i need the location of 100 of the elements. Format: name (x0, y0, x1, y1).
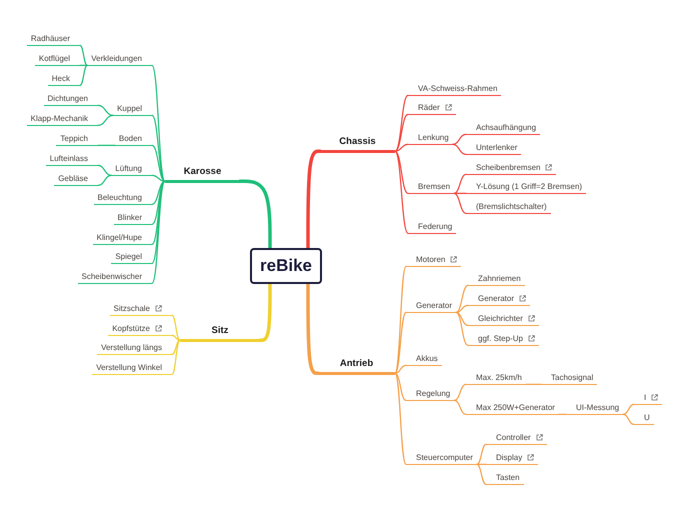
topic-label: Lenkung (418, 133, 449, 142)
branch-line (622, 414, 635, 425)
topic-underline (26, 114, 98, 126)
topic-underline (94, 193, 152, 205)
main-branch (258, 282, 272, 342)
topic-label: Akkus (416, 354, 438, 363)
topic-label: Spiegel (115, 252, 142, 261)
topic-underline (180, 325, 260, 342)
topic-underline (406, 301, 456, 313)
topic-label: Gebläse (58, 174, 88, 183)
topic-label: Dichtungen (48, 94, 88, 103)
central-topic: reBike (260, 261, 312, 271)
branch-line (171, 314, 181, 341)
branch-line (97, 114, 114, 126)
branch-line (394, 266, 407, 374)
branch-line (455, 312, 469, 326)
branch-line (151, 64, 166, 182)
branch-line (394, 94, 409, 152)
topic-label: Zahnriemen (478, 274, 521, 283)
branch-label: Antrieb (340, 358, 374, 369)
topic-underline (408, 133, 453, 145)
topic-underline (408, 103, 456, 115)
branch-line (452, 144, 467, 155)
branch-label: Sitz (212, 325, 228, 336)
topic-label: Klapp-Mechanik (30, 114, 88, 123)
branch-line (151, 114, 166, 182)
topic-underline (111, 252, 152, 264)
topic-label: Klingel/Hupe (96, 233, 142, 242)
branch-line (79, 44, 88, 66)
topic-underline (48, 74, 80, 86)
topic-underline (114, 134, 152, 146)
branch-line (171, 340, 181, 355)
branch-line (171, 340, 181, 375)
topic-label: Max. 25km/h (476, 373, 522, 382)
topic-label: Lufteinlass (50, 154, 88, 163)
topic-label: Unterlenker (476, 143, 518, 152)
branch-line (476, 464, 487, 485)
topic-underline (408, 182, 454, 194)
topic-label: Generator (416, 301, 452, 310)
topic-label: Verkleidungen (91, 54, 142, 63)
topic-underline (34, 54, 80, 66)
topic-underline (466, 403, 559, 415)
topic-underline (318, 358, 395, 375)
branch-line (151, 144, 166, 182)
topic-label: Max 250W+Generator (476, 403, 555, 412)
topic-label: Achsaufhängung (476, 123, 536, 132)
topic-label: Scheibenbremsen (476, 163, 540, 172)
branch-label: Karosse (184, 166, 222, 177)
topic-underline (468, 334, 539, 346)
branch-line (394, 144, 409, 152)
topic-underline (486, 433, 547, 445)
branch-line (394, 114, 409, 152)
topic-underline (46, 154, 98, 166)
topic-underline (468, 314, 539, 326)
topic-label: Verstellung längs (101, 343, 162, 352)
topic-underline (541, 373, 598, 385)
branch-line (151, 180, 166, 205)
topic-underline (108, 324, 172, 336)
topic-label: Regelung (416, 389, 450, 398)
topic-underline (566, 403, 624, 415)
topic-underline (320, 136, 395, 153)
topic-underline (486, 473, 524, 485)
branch-line (151, 180, 166, 245)
topic-label: VA-Schweiss-Rahmen (418, 84, 498, 93)
branch-line (97, 144, 116, 146)
topic-label: Teppich (60, 134, 88, 143)
branch-line (97, 164, 112, 176)
topic-label: Scheibenwischer (82, 272, 142, 281)
branch-line (476, 464, 487, 465)
branch-line (97, 174, 112, 186)
topic-underline (56, 134, 98, 146)
branch-line (455, 284, 469, 313)
branch-line (455, 312, 469, 346)
branch-line (394, 372, 407, 401)
topic-label: Radhäuser (30, 34, 70, 43)
topic-underline (408, 84, 502, 96)
topic-label: Lüftung (115, 164, 142, 173)
branch-line (97, 104, 114, 116)
topic-underline (110, 304, 172, 316)
topic-label: Kopfstütze (112, 324, 150, 333)
topic-label: Display (496, 453, 522, 462)
topic-label: ggf. Step-Up (478, 334, 523, 343)
topic-label: Bremsen (418, 182, 450, 191)
branch-line (151, 174, 166, 182)
branch-line (452, 134, 467, 145)
topic-underline (44, 94, 98, 106)
topic-label: Federung (418, 222, 452, 231)
topic-underline (468, 294, 530, 306)
topic-label: Blinker (118, 213, 142, 222)
topic-label: Controller (496, 433, 531, 442)
branch-line (453, 174, 467, 194)
topic-label: Beleuchtung (98, 193, 142, 202)
central-topic-box (250, 248, 322, 284)
topic-underline (466, 373, 526, 385)
branch-line (394, 150, 409, 194)
topic-underline (97, 343, 172, 355)
topic-underline (466, 163, 556, 175)
topic-underline (408, 222, 456, 234)
branch-line (394, 312, 407, 374)
branch-line (455, 304, 469, 313)
